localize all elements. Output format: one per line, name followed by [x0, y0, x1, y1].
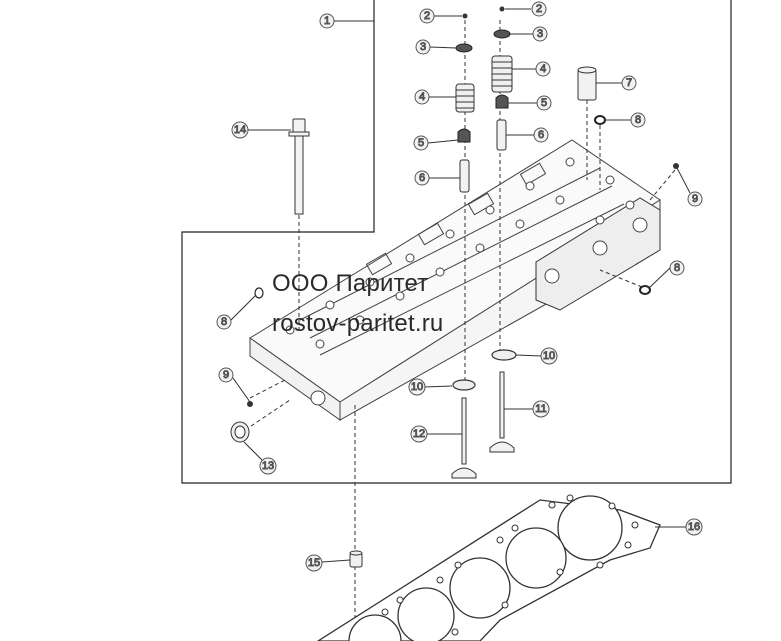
callout-12-label: 12 [413, 428, 425, 440]
callout-5-right-label: 5 [541, 97, 547, 109]
valve-seat-inserts [452, 349, 517, 391]
assembly-frame [181, 0, 732, 484]
callout-1-label: 1 [324, 15, 330, 27]
callout-8-top: 8 [630, 112, 646, 128]
callout-10-right: 10 [540, 347, 558, 365]
callout-7-label: 7 [626, 77, 632, 89]
callout-8-left-label: 8 [221, 316, 227, 328]
callout-16: 16 [685, 518, 703, 536]
callout-4-right-label: 4 [540, 63, 546, 75]
callout-10-left: 10 [408, 378, 426, 396]
callout-1: 1 [319, 13, 335, 29]
callout-16-label: 16 [688, 521, 700, 533]
callout-14: 14 [231, 121, 249, 139]
callout-8-top-label: 8 [635, 114, 641, 126]
spring-retainers [455, 29, 511, 53]
callout-15: 15 [305, 554, 323, 572]
callout-9-right: 9 [687, 191, 703, 207]
callout-12: 12 [410, 425, 428, 443]
callout-8-right-label: 8 [674, 262, 680, 274]
valve-springs [455, 55, 513, 113]
callout-5-left-label: 5 [418, 137, 424, 149]
callout-13: 13 [259, 457, 277, 475]
callout-3-left: 3 [415, 39, 431, 55]
callout-13-label: 13 [262, 460, 274, 472]
callout-3-left-label: 3 [420, 41, 426, 53]
callout-5-right: 5 [536, 95, 552, 111]
callout-9-left: 9 [218, 367, 234, 383]
seal-ring [230, 421, 250, 443]
valves [451, 371, 515, 479]
callouts: 1 2 2 3 3 4 4 5 5 6 6 7 8 8 8 9 9 10 10 … [216, 1, 703, 572]
watermark-company: ООО Паритет [272, 270, 429, 297]
dowel-pin [349, 550, 363, 568]
callout-11: 11 [532, 400, 550, 418]
callout-6-right-label: 6 [538, 129, 544, 141]
valve-stem-seals [457, 94, 509, 143]
head-gasket [316, 494, 661, 641]
callout-14-label: 14 [234, 124, 246, 136]
valve-keepers [462, 6, 505, 19]
watermark-url: rostov-paritet.ru [272, 310, 444, 337]
callout-3-right-label: 3 [537, 28, 543, 40]
callout-9-left-label: 9 [223, 369, 229, 381]
callout-4-right: 4 [535, 61, 551, 77]
callout-8-left: 8 [216, 314, 232, 330]
callout-10-left-label: 10 [411, 381, 423, 393]
callout-15-label: 15 [308, 557, 320, 569]
injector-sleeve [577, 66, 597, 101]
callout-5-left: 5 [413, 135, 429, 151]
callout-4-left: 4 [414, 89, 430, 105]
callout-2-right-label: 2 [536, 3, 542, 15]
callout-9-right-label: 9 [692, 193, 698, 205]
valve-guides [459, 119, 507, 193]
callout-3-right: 3 [532, 26, 548, 42]
callout-2-left: 2 [419, 8, 435, 24]
callout-4-left-label: 4 [419, 91, 425, 103]
callout-11-label: 11 [535, 403, 546, 415]
callout-8-right: 8 [669, 260, 685, 276]
callout-6-left-label: 6 [419, 172, 425, 184]
callout-6-right: 6 [533, 127, 549, 143]
callout-2-right: 2 [531, 1, 547, 17]
callout-leaders [230, 8, 691, 563]
head-bolt [288, 118, 310, 215]
callout-2-left-label: 2 [424, 10, 430, 22]
callout-7: 7 [621, 75, 637, 91]
callout-6-left: 6 [414, 170, 430, 186]
callout-10-right-label: 10 [543, 350, 555, 362]
